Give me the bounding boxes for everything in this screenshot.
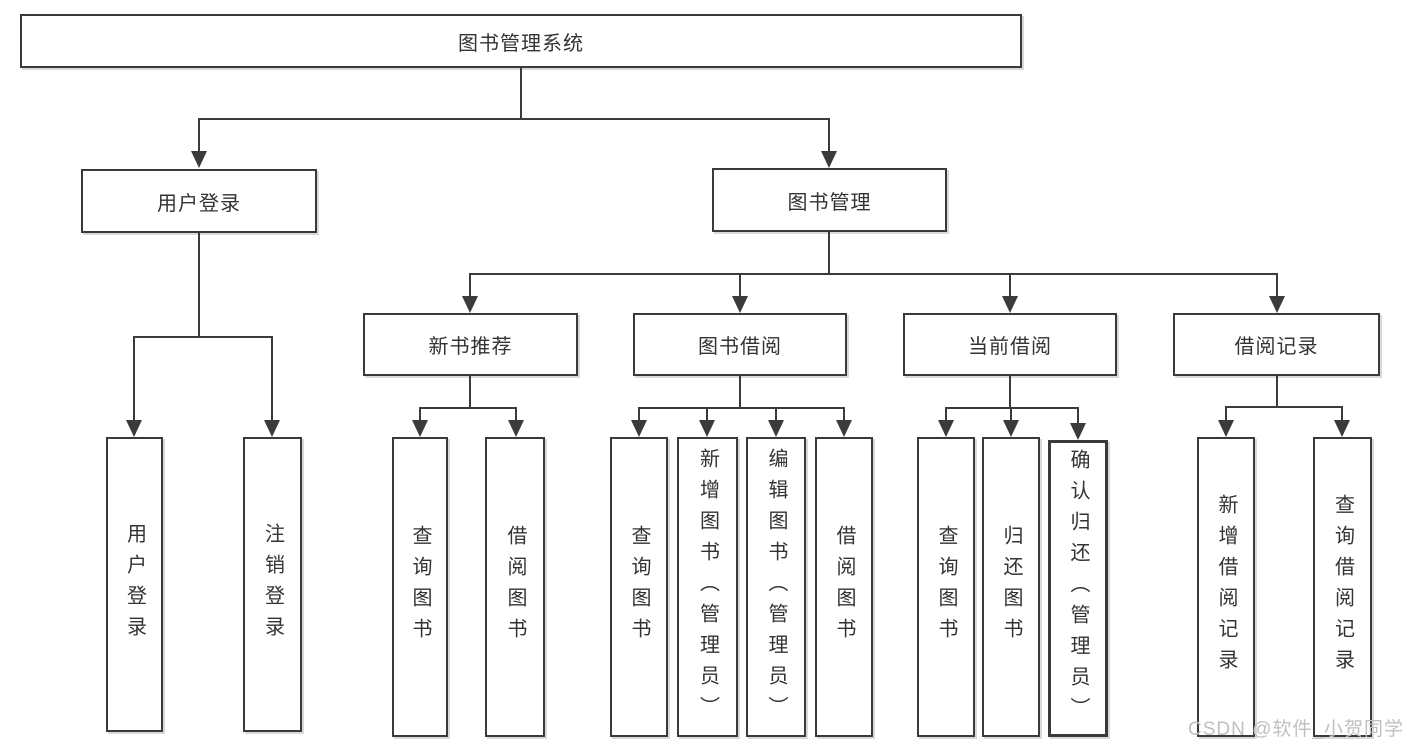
connector-line — [134, 336, 273, 338]
arrow-down-icon — [1218, 420, 1234, 437]
arrow-down-icon — [821, 151, 837, 168]
arrow-down-icon — [1070, 423, 1086, 440]
node-book-management-label: 图书管理 — [787, 191, 872, 214]
connector-line — [775, 407, 777, 421]
node-root: 图书管理系统 — [20, 14, 1022, 68]
node-new-book-recommend: 新书推荐 — [363, 313, 578, 376]
leaf-user-login-label: 用户登录 — [123, 522, 146, 647]
connector-line — [470, 273, 1278, 275]
connector-line — [199, 118, 830, 120]
connector-line — [419, 407, 421, 421]
leaf-edit-book-admin-label: 编辑图书（管理员） — [765, 447, 787, 727]
leaf-add-book-admin: 新增图书（管理员） — [677, 437, 738, 737]
connector-line — [843, 407, 845, 421]
connector-line — [1077, 407, 1079, 424]
arrow-down-icon — [412, 420, 428, 437]
arrow-down-icon — [768, 420, 784, 437]
leaf-edit-book-admin: 编辑图书（管理员） — [746, 437, 806, 737]
connector-line — [638, 407, 640, 421]
connector-line — [1341, 406, 1343, 421]
arrow-down-icon — [938, 420, 954, 437]
arrow-down-icon — [126, 420, 142, 437]
arrow-down-icon — [508, 420, 524, 437]
leaf-query-book-1: 查询图书 — [392, 437, 448, 737]
leaf-query-book-3: 查询图书 — [917, 437, 975, 737]
arrow-down-icon — [1269, 296, 1285, 313]
arrow-down-icon — [699, 420, 715, 437]
connector-line — [1010, 407, 1012, 421]
connector-line — [706, 407, 708, 421]
leaf-query-book-2: 查询图书 — [610, 437, 668, 737]
node-borrow-record: 借阅记录 — [1173, 313, 1380, 376]
connector-line — [271, 336, 273, 421]
arrow-down-icon — [1334, 420, 1350, 437]
connector-line — [828, 118, 830, 152]
arrow-down-icon — [264, 420, 280, 437]
leaf-query-book-2-label: 查询图书 — [628, 525, 650, 649]
connector-line — [1225, 406, 1342, 408]
leaf-borrow-book-1-label: 借阅图书 — [504, 525, 526, 649]
leaf-borrow-book-2-label: 借阅图书 — [833, 525, 855, 649]
leaf-logout: 注销登录 — [243, 437, 302, 732]
leaf-user-login: 用户登录 — [106, 437, 163, 732]
connector-line — [198, 232, 200, 336]
node-current-borrow-label: 当前借阅 — [968, 336, 1052, 358]
connector-line — [638, 407, 844, 409]
connector-line — [945, 407, 947, 421]
leaf-add-book-admin-label: 新增图书（管理员） — [696, 447, 719, 727]
connector-line — [520, 68, 522, 118]
connector-line — [1276, 273, 1278, 297]
connector-line — [133, 336, 135, 421]
arrow-down-icon — [462, 296, 478, 313]
connector-line — [469, 273, 471, 297]
node-new-book-recommend-label: 新书推荐 — [428, 336, 513, 358]
connector-line — [828, 232, 830, 273]
connector-line — [1009, 376, 1011, 407]
node-book-borrow: 图书借阅 — [633, 313, 847, 376]
leaf-query-borrow-record-label: 查询借阅记录 — [1331, 494, 1354, 680]
arrow-down-icon — [1003, 420, 1019, 437]
node-current-borrow: 当前借阅 — [903, 313, 1117, 376]
leaf-logout-label: 注销登录 — [261, 522, 284, 647]
leaf-return-book: 归还图书 — [982, 437, 1040, 737]
leaf-confirm-return-admin: 确认归还（管理员） — [1048, 440, 1108, 737]
leaf-query-book-1-label: 查询图书 — [409, 525, 431, 649]
arrow-down-icon — [732, 296, 748, 313]
leaf-return-book-label: 归还图书 — [1000, 525, 1022, 649]
leaf-query-book-3-label: 查询图书 — [935, 525, 957, 649]
node-book-management: 图书管理 — [712, 168, 947, 232]
arrow-down-icon — [631, 420, 647, 437]
arrow-down-icon — [191, 151, 207, 168]
connector-line — [739, 273, 741, 297]
node-root-label: 图书管理系统 — [458, 32, 584, 55]
connector-line — [198, 118, 200, 152]
leaf-query-borrow-record: 查询借阅记录 — [1313, 437, 1372, 737]
arrow-down-icon — [836, 420, 852, 437]
connector-line — [1276, 376, 1278, 406]
connector-line — [739, 376, 741, 407]
leaf-add-borrow-record: 新增借阅记录 — [1197, 437, 1255, 737]
node-book-borrow-label: 图书借阅 — [698, 336, 782, 358]
node-user-login-label: 用户登录 — [157, 192, 241, 215]
node-borrow-record-label: 借阅记录 — [1234, 336, 1319, 358]
connector-line — [419, 407, 517, 409]
connector-line — [1009, 273, 1011, 297]
arrow-down-icon — [1002, 296, 1018, 313]
leaf-borrow-book-1: 借阅图书 — [485, 437, 545, 737]
leaf-borrow-book-2: 借阅图书 — [815, 437, 873, 737]
connector-line — [1225, 406, 1227, 421]
node-user-login: 用户登录 — [81, 169, 317, 233]
connector-line — [515, 407, 517, 421]
csdn-watermark: CSDN @软件_小贺同学 — [1188, 719, 1404, 740]
leaf-add-borrow-record-label: 新增借阅记录 — [1215, 494, 1237, 680]
leaf-confirm-return-admin-label: 确认归还（管理员） — [1067, 449, 1089, 728]
connector-line — [469, 376, 471, 407]
